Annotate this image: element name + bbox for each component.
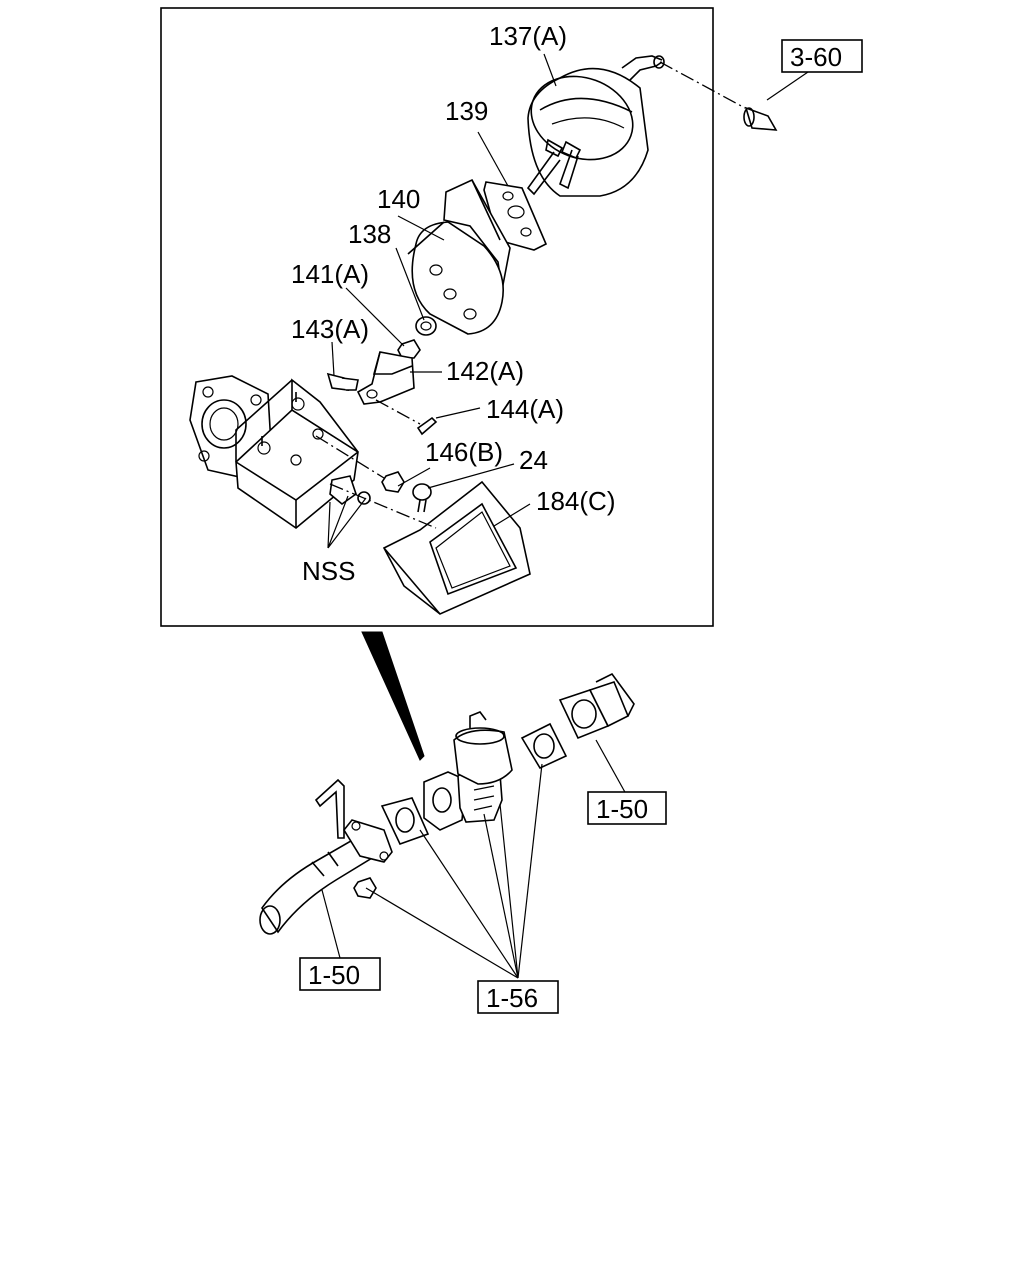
callout-142: 142(A): [446, 356, 524, 386]
part-146-nut: [381, 471, 405, 493]
assembly-line-137: [659, 61, 746, 109]
lower-gasket-left: [380, 797, 430, 845]
assembly-line-184: [329, 483, 437, 529]
assembly-line-146: [315, 435, 385, 479]
part-138-nut: [415, 316, 437, 336]
part-141-nut: [397, 339, 421, 359]
exhaust-valve-assembly: [423, 711, 513, 831]
valve-body-assembly: [189, 375, 371, 530]
part-144-cotter-pin: [416, 416, 438, 436]
callout-146: 146(B): [425, 437, 503, 467]
detail-view-frame: [160, 7, 714, 627]
part-137-actuator-canister: [526, 55, 665, 197]
reference-box-1-50-right: [587, 791, 667, 825]
reference-box-1-50-left: [299, 957, 381, 991]
lower-nut: [353, 877, 377, 899]
reference-box-3-60: [781, 39, 863, 73]
part-142-link-arm: [356, 351, 415, 405]
reference-box-1-56: [477, 980, 559, 1014]
callout-24: 24: [519, 445, 548, 475]
callout-141: 141(A): [291, 259, 369, 289]
callout-184: 184(C): [536, 486, 615, 516]
callout-143: 143(A): [291, 314, 369, 344]
leader-lines: [327, 53, 809, 549]
assembly-line-144: [375, 399, 421, 425]
exhaust-pipe-left: [259, 778, 393, 935]
lower-gasket-right: [520, 722, 568, 770]
callout-144: 144(A): [486, 394, 564, 424]
callout-140: 140: [377, 184, 420, 214]
detail-pointer-wedge: [361, 631, 425, 761]
part-184-heat-shield: [382, 480, 531, 615]
part-140-bracket: [407, 178, 511, 335]
reference-1-50-right: 1-50: [596, 794, 648, 824]
exhaust-pipe-right: [558, 672, 635, 740]
part-24-bolt: [412, 483, 432, 513]
callout-139: 139: [445, 96, 488, 126]
hose-end-part: [743, 106, 778, 131]
callout-137: 137(A): [489, 21, 567, 51]
callout-138: 138: [348, 219, 391, 249]
reference-1-50-left: 1-50: [308, 960, 360, 990]
callout-nss: NSS: [302, 556, 355, 586]
reference-3-60: 3-60: [790, 42, 842, 72]
reference-1-56: 1-56: [486, 983, 538, 1013]
overview-leader-lines: [321, 739, 627, 979]
part-143-bolt: [326, 372, 359, 391]
